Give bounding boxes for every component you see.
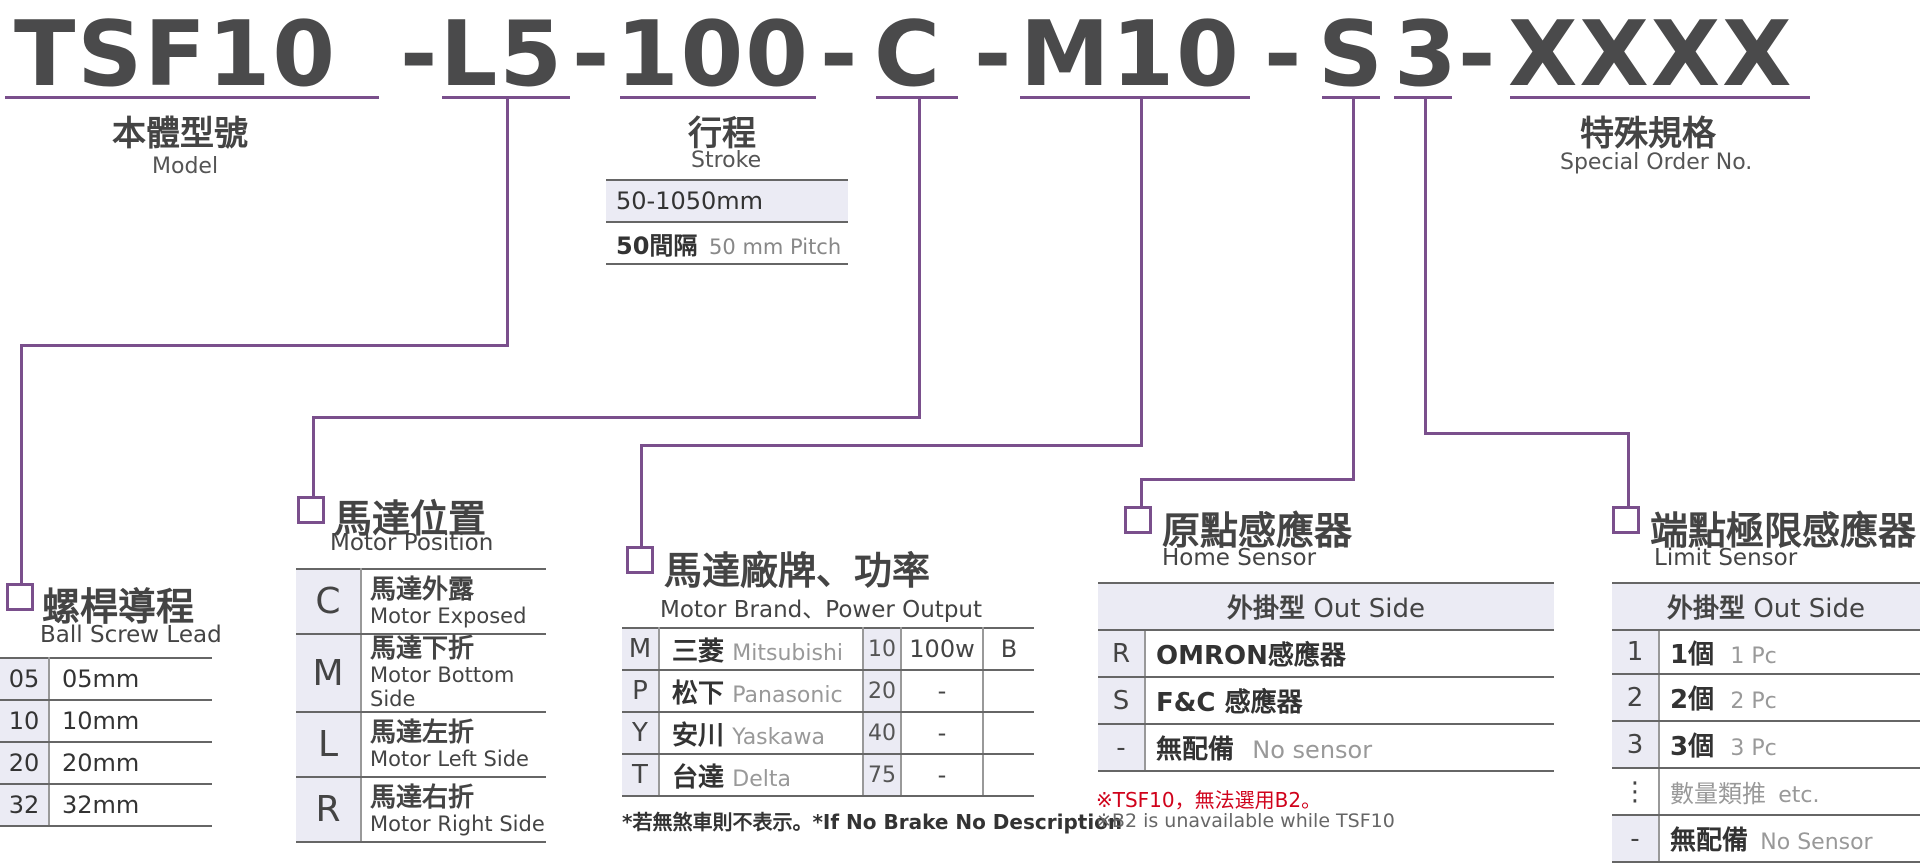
home-note-red: ※TSF10，無法選用B2。 (1096, 788, 1322, 812)
connector-home-v1 (1352, 98, 1355, 480)
limit-sensor-header: 外掛型 Out Side (1612, 582, 1920, 631)
code-stroke: 100 (616, 2, 810, 107)
connector-lead-v2 (20, 344, 23, 584)
stroke-label-en: Stroke (691, 148, 762, 173)
connector-brand-v1 (1140, 98, 1143, 446)
connector-lead-v1 (506, 98, 509, 346)
connector-limit-v1 (1424, 98, 1427, 434)
connector-home-v2 (1140, 478, 1143, 506)
connector-brand-v2 (640, 444, 643, 546)
code-limit-sensor: 3 (1394, 2, 1459, 107)
dash-2: - (572, 2, 610, 107)
underline-limit-sensor (1394, 96, 1452, 99)
code-lead: L5 (440, 2, 564, 107)
underline-lead (442, 96, 570, 99)
underline-stroke (620, 96, 816, 99)
special-label-zh: 特殊規格 (1580, 114, 1716, 154)
connector-position-h (312, 416, 921, 419)
special-label-en: Special Order No. (1560, 150, 1753, 175)
home-section-title-zh: 原點感應器 (1162, 509, 1353, 553)
lead-section-box (6, 583, 34, 611)
table-row: -無配備 No sensor (1098, 723, 1554, 772)
limit-section-title-zh: 端點極限感應器 (1650, 509, 1917, 553)
underline-position (876, 96, 958, 99)
model-label-en: Model (152, 154, 219, 179)
underline-home-sensor (1322, 96, 1380, 99)
table-row: ⋮數量類推 etc. (1612, 767, 1920, 816)
limit-section-box (1612, 506, 1640, 534)
lead-section-title-en: Ball Screw Lead (40, 622, 222, 648)
dash-5: - (1264, 2, 1302, 107)
connector-limit-h (1424, 432, 1630, 435)
home-note-gray: ※B2 is unavailable while TSF10 (1096, 810, 1395, 832)
position-section-box (297, 496, 325, 524)
limit-section-title-en: Limit Sensor (1654, 545, 1798, 571)
connector-position-v2 (312, 416, 315, 496)
code-special: XXXX (1508, 2, 1794, 107)
dash-3: - (820, 2, 858, 107)
code-home-sensor: S (1318, 2, 1385, 107)
code-model: TSF10 (14, 2, 337, 107)
code-position: C (874, 2, 943, 107)
brand-section-title-zh: 馬達廠牌、功率 (664, 549, 931, 593)
code-brand-power: M10 (1020, 2, 1241, 107)
connector-brand-h (640, 444, 1143, 447)
stroke-table: 50-1050mm 50間隔 50 mm Pitch (606, 179, 848, 265)
dash-6: - (1458, 2, 1496, 107)
dash-4: - (974, 2, 1012, 107)
stroke-label-zh: 行程 (688, 114, 756, 154)
connector-position-v1 (918, 98, 921, 418)
lead-section-title-zh: 螺桿導程 (42, 585, 195, 629)
table-row: -無配備 No Sensor (1612, 814, 1920, 863)
connector-home-h (1140, 478, 1355, 481)
home-section-box (1124, 506, 1152, 534)
home-section-title-en: Home Sensor (1162, 545, 1317, 571)
position-section-title-zh: 馬達位置 (334, 497, 487, 541)
brand-section-box (626, 546, 654, 574)
dash-1: - (400, 2, 438, 107)
underline-brand-power (1020, 96, 1250, 99)
underline-special (1510, 96, 1810, 99)
underline-model (5, 96, 379, 99)
home-sensor-header: 外掛型 Out Side (1098, 582, 1554, 631)
model-label-zh: 本體型號 (112, 114, 248, 154)
connector-limit-v2 (1627, 432, 1630, 506)
position-section-title-en: Motor Position (330, 530, 494, 556)
stroke-range: 50-1050mm (606, 179, 848, 223)
brand-section-title-en: Motor Brand、Power Output (660, 597, 983, 623)
brand-note: *若無煞車則不表示。*If No Brake No Description (622, 810, 1123, 834)
connector-lead-h (20, 344, 509, 347)
stroke-pitch: 50間隔 50 mm Pitch (606, 221, 848, 265)
